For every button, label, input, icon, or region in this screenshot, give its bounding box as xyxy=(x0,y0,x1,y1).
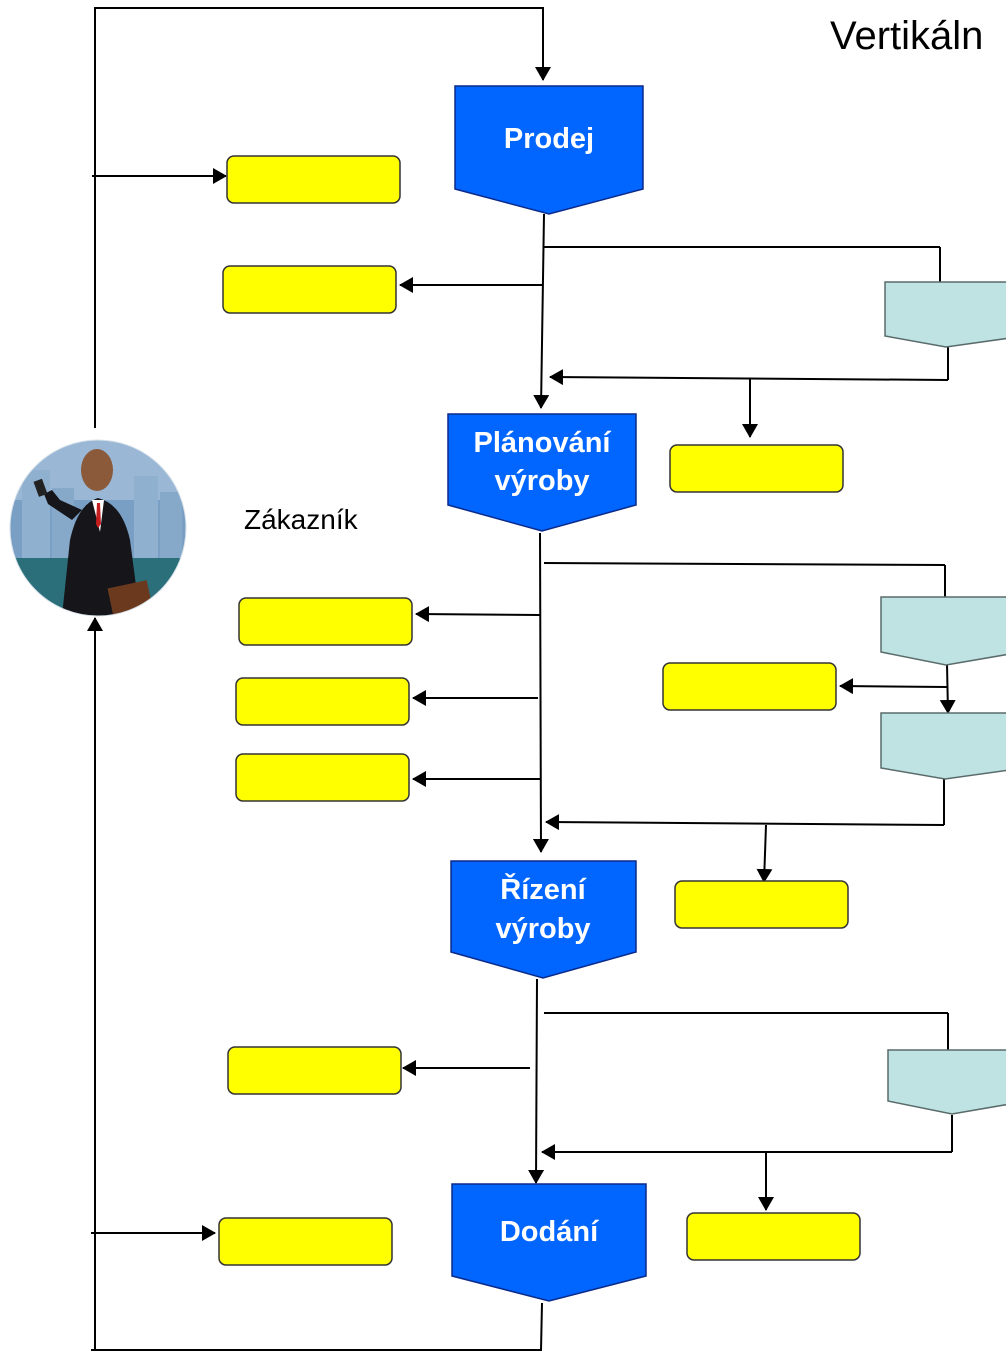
document-box xyxy=(222,265,397,314)
document-box xyxy=(235,677,410,726)
subprocess-shape xyxy=(884,281,1006,348)
process-node-label: Dodání xyxy=(500,1216,599,1248)
subprocess-shape xyxy=(887,1049,1006,1115)
document-box xyxy=(227,1046,402,1095)
document-box xyxy=(218,1217,393,1266)
process-node-label: Řízení xyxy=(500,872,586,906)
document-box xyxy=(686,1212,861,1261)
process-node-label: výroby xyxy=(494,465,589,497)
document-box xyxy=(238,597,413,646)
subprocess-shapes xyxy=(880,281,1006,1115)
process-node-prodej: Prodej xyxy=(454,85,644,215)
process-node-label: Prodej xyxy=(504,123,594,155)
document-box xyxy=(669,444,844,493)
document-box xyxy=(674,880,849,929)
businessman-avatar-icon xyxy=(9,439,187,617)
customer-label: Zákazník xyxy=(244,504,358,535)
document-boxes xyxy=(218,155,861,1266)
process-node-rizeni-vyroby: Řízení výroby xyxy=(450,860,637,979)
document-box xyxy=(235,753,410,802)
process-node-dodani: Dodání xyxy=(451,1183,647,1302)
process-node-planovani-vyroby: Plánování výroby xyxy=(447,413,637,532)
page-title: Vertikáln xyxy=(830,14,984,58)
connector-lines xyxy=(87,7,956,1351)
document-box xyxy=(662,662,837,711)
process-node-label: Plánování xyxy=(474,427,612,459)
process-node-label: výroby xyxy=(495,913,590,945)
subprocess-shape xyxy=(880,712,1006,780)
subprocess-shape xyxy=(880,596,1006,666)
document-box xyxy=(226,155,401,204)
